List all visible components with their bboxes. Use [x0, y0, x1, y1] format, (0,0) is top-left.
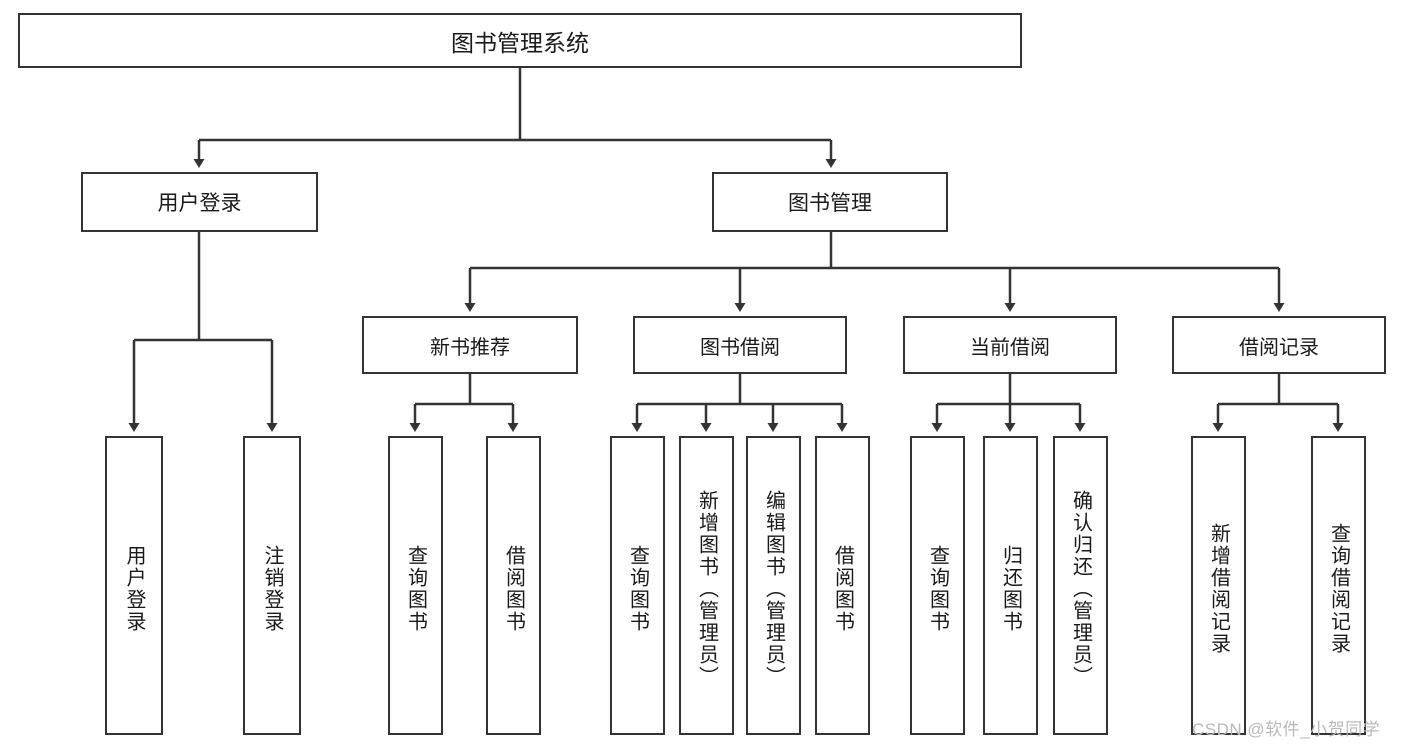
node-current-borrow[interactable]: 当前借阅 — [903, 316, 1117, 374]
node-book-borrow-label: 图书借阅 — [700, 336, 780, 359]
node-leaf-borrow-book-2-label: 借阅图书 — [831, 544, 854, 633]
node-leaf-user-login-label: 用户登录 — [123, 544, 145, 633]
node-leaf-query-book-2-label: 查询图书 — [626, 544, 649, 633]
node-leaf-query-book-3-label: 查询图书 — [926, 544, 949, 633]
node-root-label: 图书管理系统 — [451, 29, 589, 56]
node-user-login-label: 用户登录 — [157, 192, 242, 215]
node-new-book-recommend-label: 新书推荐 — [430, 336, 510, 359]
node-user-login[interactable]: 用户登录 — [81, 172, 318, 232]
node-leaf-logout[interactable]: 注销登录 — [243, 436, 301, 735]
node-leaf-query-record-label: 查询借阅记录 — [1327, 522, 1350, 655]
node-book-management[interactable]: 图书管理 — [712, 172, 948, 232]
node-leaf-return-book-label: 归还图书 — [999, 544, 1022, 633]
node-borrow-record-label: 借阅记录 — [1239, 336, 1319, 359]
node-leaf-user-login[interactable]: 用户登录 — [105, 436, 163, 735]
node-leaf-edit-book[interactable]: 编辑图书（管理员） — [746, 436, 801, 735]
node-current-borrow-label: 当前借阅 — [970, 336, 1050, 359]
node-leaf-logout-label: 注销登录 — [261, 544, 283, 633]
node-leaf-add-book[interactable]: 新增图书（管理员） — [679, 436, 734, 735]
node-leaf-query-book-1-label: 查询图书 — [404, 544, 427, 633]
node-new-book-recommend[interactable]: 新书推荐 — [362, 316, 578, 374]
node-root[interactable]: 图书管理系统 — [18, 13, 1022, 68]
node-leaf-add-record-label: 新增借阅记录 — [1207, 522, 1230, 655]
node-leaf-confirm-return[interactable]: 确认归还（管理员） — [1053, 436, 1108, 735]
node-leaf-confirm-return-label: 确认归还（管理员） — [1069, 489, 1092, 688]
node-leaf-borrow-book-1[interactable]: 借阅图书 — [486, 436, 541, 735]
node-leaf-query-record[interactable]: 查询借阅记录 — [1311, 436, 1366, 735]
node-leaf-return-book[interactable]: 归还图书 — [983, 436, 1038, 735]
node-leaf-query-book-2[interactable]: 查询图书 — [610, 436, 665, 735]
node-leaf-borrow-book-2[interactable]: 借阅图书 — [815, 436, 870, 735]
node-book-management-label: 图书管理 — [788, 192, 872, 215]
node-leaf-add-book-label: 新增图书（管理员） — [695, 489, 718, 688]
node-leaf-query-book-1[interactable]: 查询图书 — [388, 436, 443, 735]
node-leaf-edit-book-label: 编辑图书（管理员） — [762, 489, 785, 688]
node-book-borrow[interactable]: 图书借阅 — [633, 316, 847, 374]
node-leaf-query-book-3[interactable]: 查询图书 — [910, 436, 965, 735]
node-leaf-add-record[interactable]: 新增借阅记录 — [1191, 436, 1246, 735]
node-leaf-borrow-book-1-label: 借阅图书 — [502, 544, 525, 633]
node-borrow-record[interactable]: 借阅记录 — [1172, 316, 1386, 374]
csdn-watermark: CSDN @软件_小贺同学 — [1192, 720, 1381, 739]
